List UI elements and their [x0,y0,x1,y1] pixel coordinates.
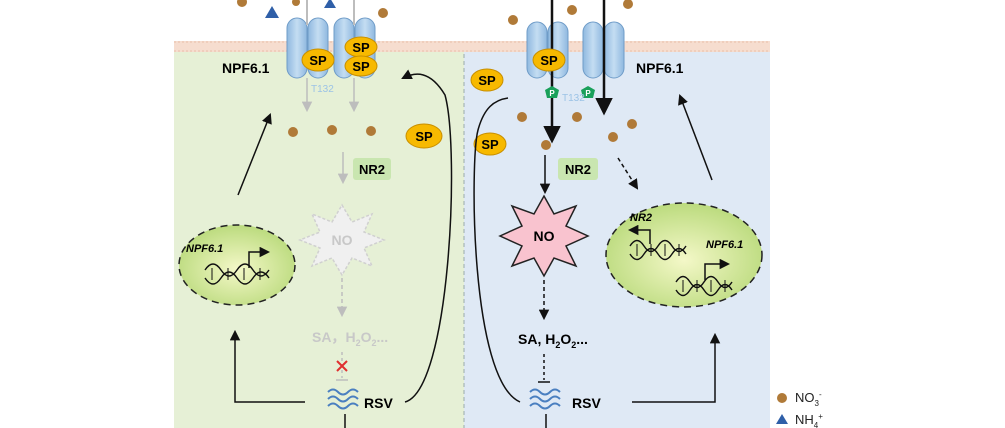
svg-text:NO: NO [332,232,353,248]
sp-left-transporter-3: SP [344,55,378,77]
sp-left-transporter-2: SP [344,36,378,58]
rsv-virus-icon-right [529,388,561,410]
phospho-site-1: P [545,86,559,98]
svg-text:NO: NO [534,228,555,244]
sp-free-right-1: SP [470,68,504,92]
rsv-label-right: RSV [572,395,601,411]
npf61-label-right: NPF6.1 [636,60,684,76]
svg-text:NPF6.1: NPF6.1 [706,239,743,251]
svg-text:SP: SP [352,40,370,55]
svg-text:SA，H2O2...: SA，H2O2... [312,329,388,348]
legend: NO3- NH4+ [776,390,823,428]
svg-text:SA, H2O2...: SA, H2O2... [518,331,588,350]
svg-text:NR2: NR2 [630,212,652,224]
intracellular-nitrate-left [288,125,376,137]
svg-text:SP: SP [481,137,499,152]
svg-text:NR2: NR2 [359,162,385,177]
sp-free-right-2: SP [473,132,507,156]
no-burst-left: NO [297,203,387,277]
svg-text:SP: SP [478,73,496,88]
sp-free-left: SP [405,123,443,149]
nr2-box-left: NR2 [353,158,391,180]
nr2-box-right: NR2 [558,158,598,180]
svg-text:SP: SP [352,59,370,74]
sp-left-transporter-1: SP [301,48,335,72]
t132-label-right: T132 [562,93,585,104]
svg-text:SP: SP [309,53,327,68]
svg-text:NH4+: NH4+ [795,412,823,428]
npf61-label-left: NPF6.1 [222,60,270,76]
membrane [174,41,770,52]
legend-ammonium-icon [776,414,788,424]
svg-text:P: P [585,89,591,98]
phospho-site-2: P [581,86,595,98]
rsv-label-left: RSV [364,395,393,411]
svg-text:SP: SP [415,129,433,144]
t132-label-left: T132 [311,84,334,95]
svg-text:SP: SP [540,53,558,68]
sa-h2o2-right: SA, H2O2... [518,331,588,350]
nucleus-left: NPF6.1 [178,224,296,306]
inhibition-blocked-icon [336,360,348,372]
intracellular-nitrate-right [517,112,637,150]
extracellular-ions-right [508,0,633,25]
svg-text:NR2: NR2 [565,162,591,177]
svg-text:P: P [549,89,555,98]
svg-text:NPF6.1: NPF6.1 [186,243,223,255]
extracellular-ions-left [237,0,388,18]
sp-right-transporter: SP [532,48,566,72]
legend-nitrate-icon [777,393,787,403]
svg-text:NO3-: NO3- [795,390,822,408]
nucleus-right: NR2 NPF6.1 [605,202,763,308]
sa-h2o2-left: SA，H2O2... [312,329,388,348]
no-burst-right: NO [498,194,590,278]
rsv-virus-icon-left [327,388,359,410]
